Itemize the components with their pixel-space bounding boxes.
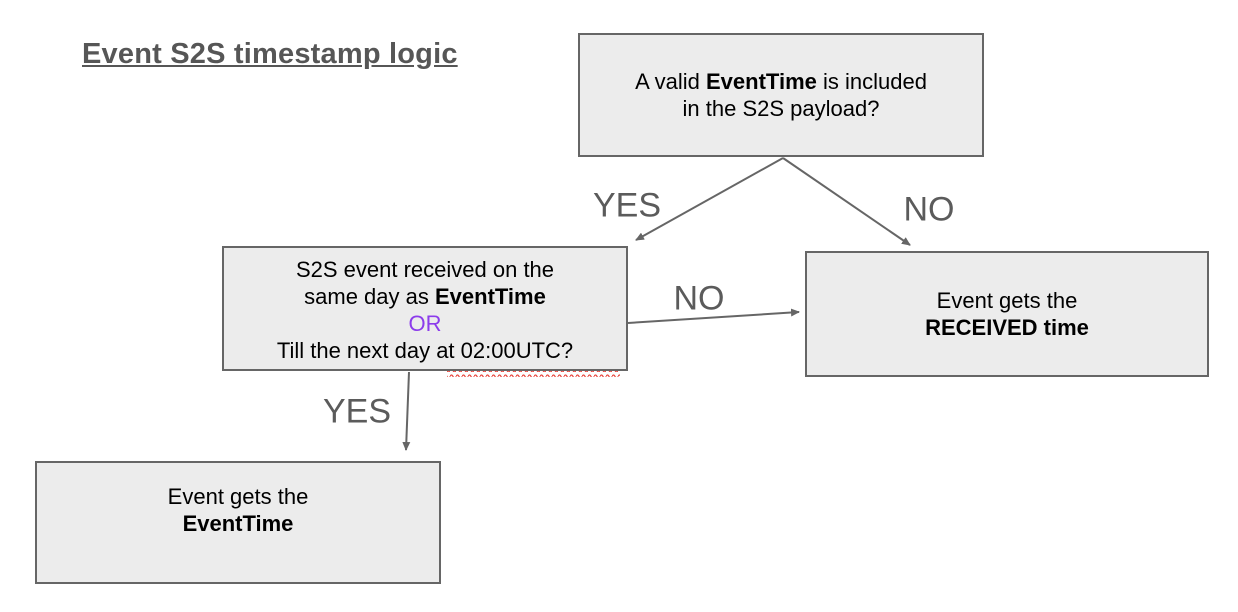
node-outcome-eventtime: Event gets the EventTime	[35, 461, 441, 584]
node-question-same-day-line2: same day as EventTime	[304, 283, 546, 310]
text-fragment-bold: EventTime	[706, 69, 817, 94]
text-fragment: A valid	[635, 69, 706, 94]
edge-label-no-from-payload: NO	[903, 190, 955, 229]
spellcheck-squiggle	[447, 371, 620, 377]
node-outcome-received-line1: Event gets the	[936, 288, 1078, 313]
node-question-same-day: S2S event received on the same day as Ev…	[222, 246, 628, 371]
node-outcome-received: Event gets the RECEIVED time	[805, 251, 1209, 377]
node-question-payload-line2: in the S2S payload?	[682, 96, 880, 121]
text-fragment-bold: EventTime	[434, 283, 546, 309]
node-question-same-day-line1: S2S event received on the	[295, 256, 555, 282]
diagram-title: Event S2S timestamp logic	[82, 38, 458, 70]
edge-arrow-yes-same-day-to-eventtime	[402, 371, 411, 451]
edge-label-yes-from-same-day: YES	[322, 392, 392, 431]
node-question-same-day-line3: Till the next day at 02:00UTC?	[276, 337, 574, 363]
node-question-same-day-or: OR	[408, 310, 442, 336]
node-outcome-eventtime-line1: Event gets the	[167, 483, 309, 509]
text-fragment: is included	[816, 69, 927, 94]
node-outcome-received-line2: RECEIVED time	[925, 315, 1089, 340]
edge-label-yes-from-payload: YES	[592, 186, 662, 225]
node-question-payload: A valid EventTime is included in the S2S…	[578, 33, 984, 157]
node-outcome-eventtime-line2: EventTime	[182, 510, 294, 536]
edge-arrow-no-to-received	[782, 157, 911, 246]
text-fragment: same day as	[304, 283, 435, 309]
node-question-payload-line1: A valid EventTime is included	[635, 68, 927, 95]
edge-label-no-from-same-day: NO	[673, 279, 725, 318]
